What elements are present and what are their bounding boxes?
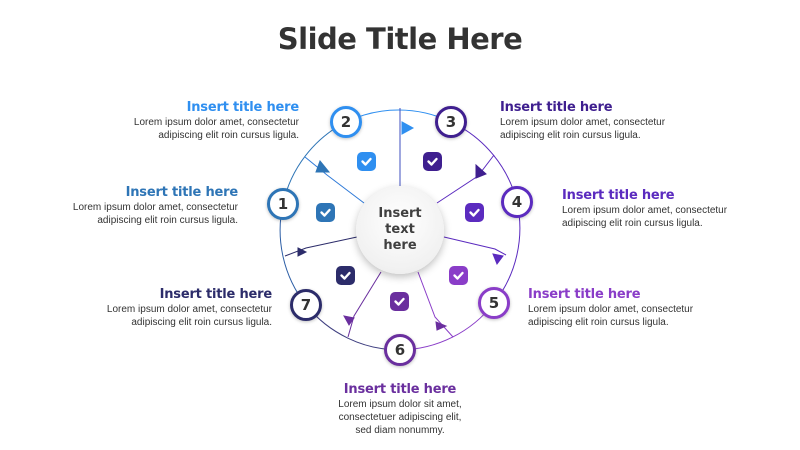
step-6-title: Insert title here — [343, 382, 457, 397]
step-7-text: Insert title here Lorem ipsum dolor amet… — [42, 287, 272, 329]
check-icon — [423, 152, 442, 171]
step-5-line1: Lorem ipsum dolor amet, consectetur — [528, 304, 694, 315]
step-2-title: Insert title here — [186, 100, 300, 115]
step-2-text: Insert title here Lorem ipsum dolor amet… — [69, 100, 299, 142]
step-4-line1: Lorem ipsum dolor amet, consectetur — [562, 205, 728, 216]
step-6-line3: sed diam nonummy. — [355, 425, 445, 436]
step-6-line2: consectetuer adipiscing elit, — [338, 412, 462, 423]
step-number-5: 5 — [478, 287, 510, 319]
check-icon — [316, 203, 335, 222]
check-icon — [449, 266, 468, 285]
step-number-1: 1 — [267, 188, 299, 220]
step-1-line1: Lorem ipsum dolor amet, consectetur — [72, 202, 238, 213]
step-number-7: 7 — [290, 289, 322, 321]
center-text: Insert text here — [378, 206, 422, 253]
step-5-line2: adipiscing elit roin cursus ligula. — [528, 317, 669, 328]
step-3-title: Insert title here — [500, 100, 613, 115]
step-1-line2: adipiscing elit roin cursus ligula. — [97, 215, 238, 226]
step-3-text: Insert title here Lorem ipsum dolor amet… — [500, 100, 730, 142]
step-2-line2: adipiscing elit roin cursus ligula. — [158, 130, 299, 141]
step-4-line2: adipiscing elit roin cursus ligula. — [562, 218, 703, 229]
step-3-line1: Lorem ipsum dolor amet, consectetur — [500, 117, 666, 128]
step-5-title: Insert title here — [528, 287, 641, 302]
step-7-line1: Lorem ipsum dolor amet, consectetur — [106, 304, 272, 315]
step-1-title: Insert title here — [125, 185, 239, 200]
step-1-text: Insert title here Lorem ipsum dolor amet… — [8, 185, 238, 227]
step-number-4: 4 — [501, 186, 533, 218]
slide-title: Slide Title Here — [277, 22, 523, 56]
step-3-line2: adipiscing elit roin cursus ligula. — [500, 130, 641, 141]
check-icon — [390, 292, 409, 311]
step-number-6: 6 — [384, 334, 416, 366]
step-4-text: Insert title here Lorem ipsum dolor amet… — [562, 188, 792, 230]
step-2-line1: Lorem ipsum dolor amet, consectetur — [133, 117, 299, 128]
step-number-3: 3 — [435, 106, 467, 138]
step-7-line2: adipiscing elit roin cursus ligula. — [131, 317, 272, 328]
check-icon — [465, 203, 484, 222]
center-hub: Insert text here — [356, 186, 444, 274]
step-4-title: Insert title here — [562, 188, 675, 203]
check-icon — [357, 152, 376, 171]
step-6-line1: Lorem ipsum dolor sit amet, — [338, 399, 462, 410]
step-7-title: Insert title here — [159, 287, 273, 302]
step-6-text: Insert title here Lorem ipsum dolor sit … — [285, 382, 515, 437]
step-5-text: Insert title here Lorem ipsum dolor amet… — [528, 287, 758, 329]
step-number-2: 2 — [330, 106, 362, 138]
check-icon — [336, 266, 355, 285]
